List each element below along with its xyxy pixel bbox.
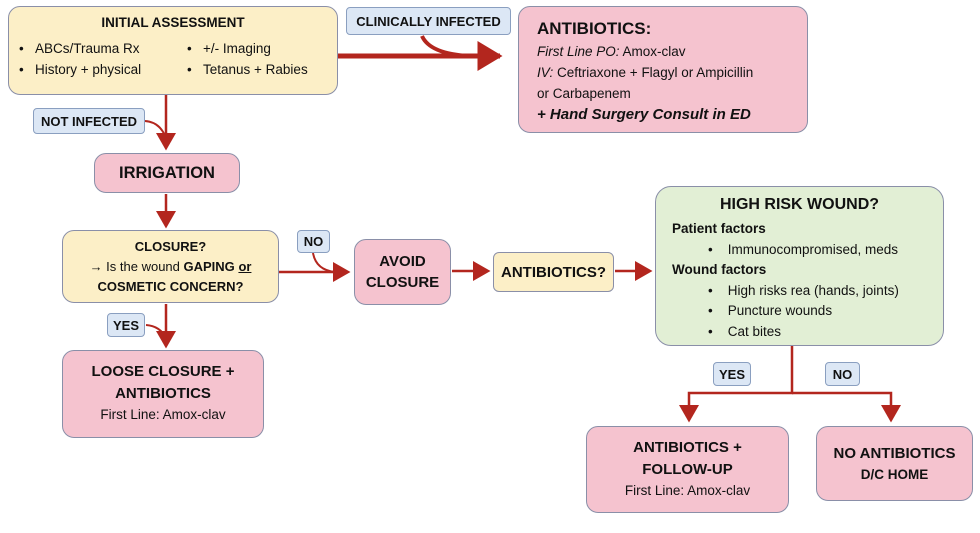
avoid-closure-box: AVOID CLOSURE — [354, 239, 451, 305]
antibiotics-question-label: ANTIBIOTICS? — [501, 263, 606, 281]
arrow-risk-right — [792, 391, 901, 423]
arrow-no-curl — [312, 252, 336, 273]
abx-followup-line2: FOLLOW-UP — [642, 461, 733, 478]
high-risk-title: HIGH RISK WOUND? — [719, 196, 880, 213]
no-antibiotics-line1: NO ANTIBIOTICS — [833, 444, 956, 462]
wound-factor-item: • Cat bites — [708, 323, 782, 339]
no-antibiotics-box: NO ANTIBIOTICS D/C HOME — [816, 426, 973, 501]
avoid-closure-line1: AVOID — [379, 253, 426, 270]
arrow-yes-curl — [145, 324, 167, 339]
closure-cosmetic: COSMETIC CONCERN? — [97, 279, 244, 294]
no-risk-tag: NO — [825, 362, 860, 386]
yes-closure-tag: YES — [107, 313, 145, 337]
irrigation-label: IRRIGATION — [119, 163, 215, 182]
patient-factor-item: • Immunocompromised, meds — [708, 241, 899, 257]
antibiotics-question-box: ANTIBIOTICS? — [493, 252, 614, 292]
abx-followup-line1: ANTIBIOTICS + — [633, 439, 742, 456]
irrigation-box: IRRIGATION — [94, 153, 240, 193]
dc-home-label: D/C HOME — [860, 466, 929, 482]
patient-factors-header: Patient factors — [672, 221, 766, 236]
hand-surgery-consult: + Hand Surgery Consult in ED — [537, 106, 751, 123]
antibiotics-main-title: ANTIBIOTICS: — [537, 19, 652, 38]
no-closure-tag: NO — [297, 230, 330, 253]
initial-item: • History + physical — [19, 62, 142, 77]
closure-title: CLOSURE? — [134, 239, 207, 254]
arrow-risk-stem — [679, 346, 794, 423]
closure-box: CLOSURE? → Is the wound GAPING or COSMET… — [62, 230, 279, 303]
clinically-infected-tag: CLINICALLY INFECTED — [346, 7, 511, 35]
loose-closure-first-line: First Line: Amox-clav — [100, 407, 226, 422]
wound-factor-item: • Puncture wounds — [708, 303, 833, 318]
loose-closure-line2: ANTIBIOTICS — [115, 385, 211, 402]
initial-assessment-box: INITIAL ASSESSMENT • ABCs/Trauma Rx • Hi… — [8, 6, 338, 95]
initial-item: • ABCs/Trauma Rx — [19, 41, 140, 56]
iv-regimen: IV: Ceftriaxone + Flagyl or Ampicillin — [537, 65, 754, 80]
loose-closure-box: LOOSE CLOSURE + ANTIBIOTICS First Line: … — [62, 350, 264, 438]
antibiotics-main-box: ANTIBIOTICS: First Line PO: Amox-clav IV… — [518, 6, 808, 133]
arrow-not-infected-curl — [144, 120, 167, 139]
wound-factors-header: Wound factors — [672, 262, 767, 277]
initial-assessment-title: INITIAL ASSESSMENT — [101, 15, 245, 30]
iv-regimen-cont: or Carbapenem — [537, 86, 631, 101]
arrow-infected-curl — [420, 35, 471, 58]
initial-item: • +/- Imaging — [187, 41, 271, 56]
first-line-po: First Line PO: Amox-clav — [537, 44, 686, 59]
antibiotics-followup-box: ANTIBIOTICS + FOLLOW-UP First Line: Amox… — [586, 426, 789, 513]
initial-item: • Tetanus + Rabies — [187, 62, 308, 77]
loose-closure-line1: LOOSE CLOSURE + — [91, 363, 235, 380]
closure-question: → Is the wound GAPING or — [89, 259, 252, 274]
avoid-closure-line2: CLOSURE — [365, 274, 440, 291]
yes-risk-tag: YES — [713, 362, 751, 386]
high-risk-wound-box: HIGH RISK WOUND? Patient factors • Immun… — [655, 186, 944, 346]
wound-factor-item: • High risks rea (hands, joints) — [708, 282, 899, 298]
not-infected-tag: NOT INFECTED — [33, 108, 145, 134]
abx-followup-first-line: First Line: Amox-clav — [624, 483, 751, 498]
